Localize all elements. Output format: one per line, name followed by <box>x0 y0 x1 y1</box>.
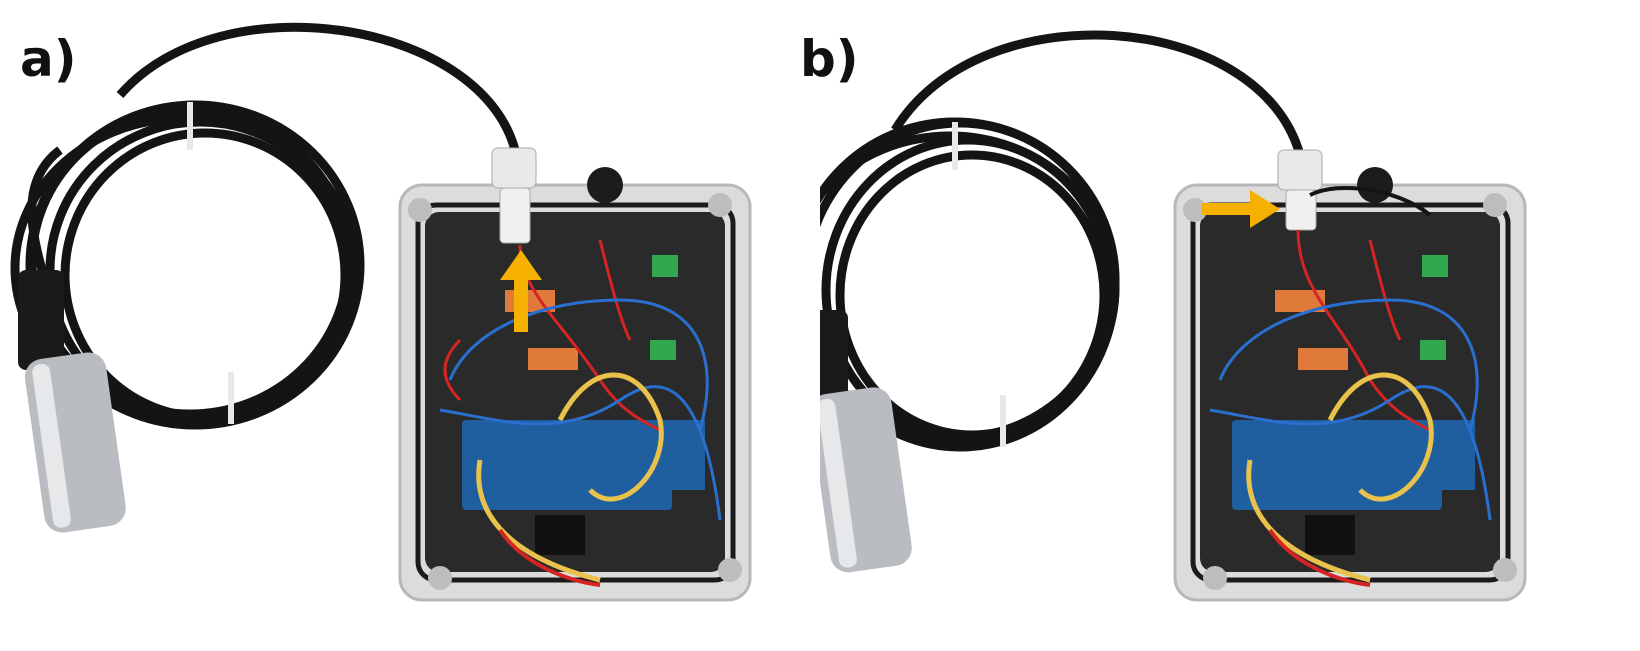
panel-a: a) <box>10 22 752 602</box>
cable-gland <box>1277 149 1323 231</box>
cable-to-enclosure <box>891 30 1305 157</box>
cable-gland <box>491 147 537 244</box>
panel-b: b) <box>800 0 1640 651</box>
arrow-up-icon <box>500 250 542 332</box>
panel-a-label: a) <box>20 30 77 88</box>
cable-to-enclosure <box>116 22 520 152</box>
terminal-block <box>652 255 678 277</box>
panel-b-label: b) <box>800 30 859 88</box>
main-board <box>462 420 672 510</box>
terminal-block <box>1422 255 1448 277</box>
wago-connectors <box>1298 348 1348 370</box>
cable-tie <box>187 102 193 150</box>
pressure-probe <box>18 270 126 533</box>
panel-b-photo <box>820 30 1527 602</box>
main-board <box>1232 420 1442 510</box>
terminal-block <box>650 340 676 360</box>
cable-tie <box>952 122 958 170</box>
cable-to-probe <box>27 146 63 282</box>
small-board <box>1305 515 1355 555</box>
wago-connectors <box>1275 290 1325 312</box>
cable-tie <box>228 372 234 424</box>
small-board <box>535 515 585 555</box>
arrow-right-icon <box>1202 190 1280 228</box>
wago-connectors <box>528 348 578 370</box>
connector-port <box>1357 167 1393 203</box>
terminal-block <box>1420 340 1446 360</box>
connector-port <box>587 167 623 203</box>
cable-tie <box>1000 395 1006 447</box>
wires <box>1209 185 1492 587</box>
coiled-cable <box>820 117 1120 452</box>
pressure-probe <box>820 310 912 573</box>
panel-a-photo <box>10 22 752 602</box>
